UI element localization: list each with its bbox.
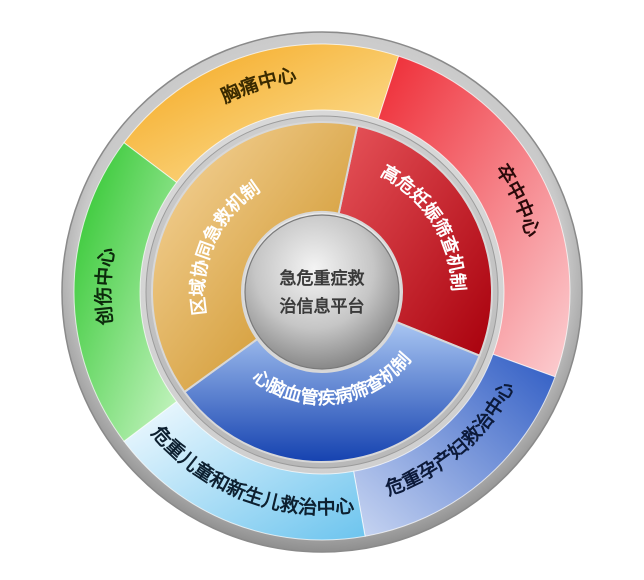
center-title-line2: 治信息平台 — [280, 296, 365, 317]
inner-segment-pregnancy-screening — [337, 124, 493, 357]
center-core — [244, 214, 400, 370]
outer-segment-stroke — [377, 55, 571, 378]
outer-segment-trauma — [73, 142, 178, 442]
center-title-line1: 急危重症救 — [280, 268, 365, 289]
inner-segment-regional-rescue — [151, 121, 359, 394]
inner-segment-cardio-screening — [183, 320, 481, 463]
